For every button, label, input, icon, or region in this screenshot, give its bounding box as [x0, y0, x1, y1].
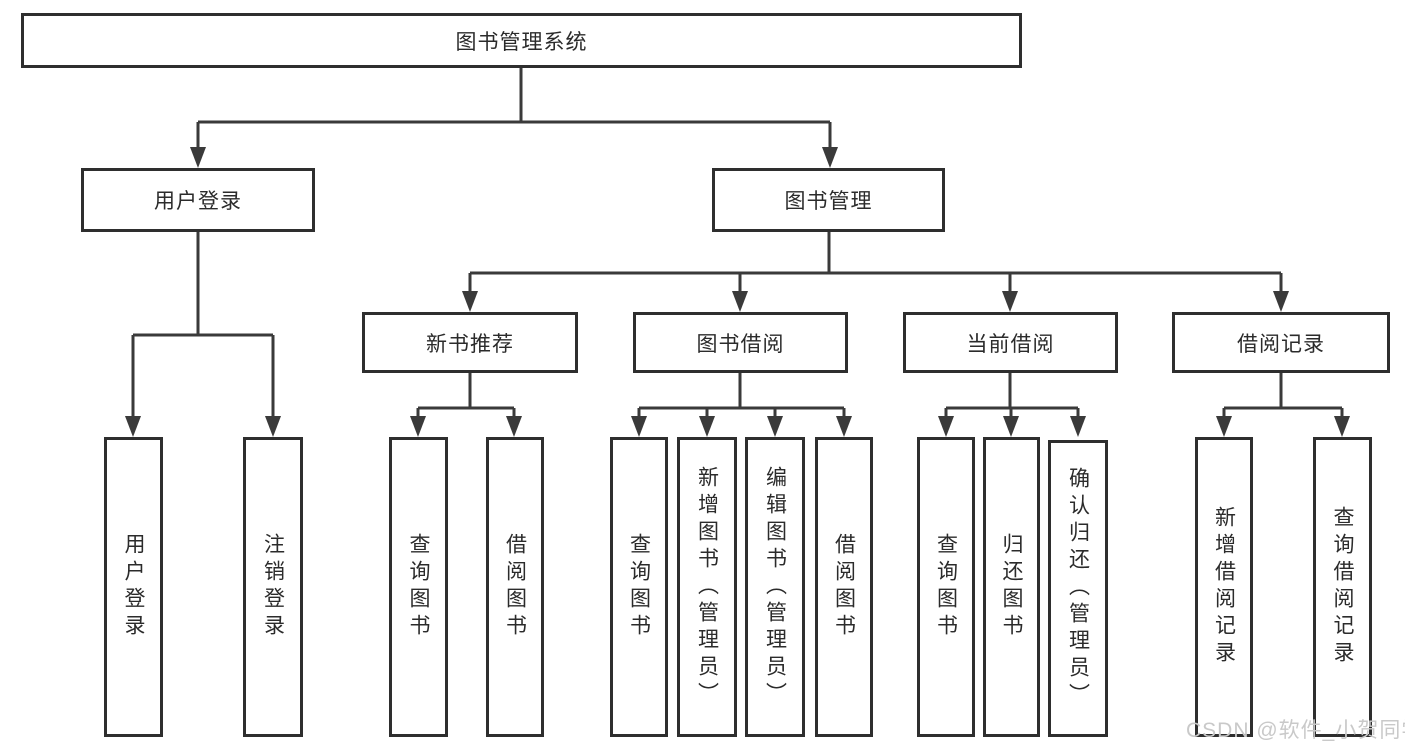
arrowheads	[125, 147, 1350, 437]
node-user-login: 用户登录	[81, 168, 315, 232]
leaf-current-query-books-label: 查询图书	[934, 533, 958, 641]
leaf-records-add-record: 新增借阅记录	[1195, 437, 1253, 737]
leaf-borrowing-edit-books-admin-label: 编辑图书（管理员）	[763, 465, 787, 709]
node-new-book-recommend-label: 新书推荐	[426, 332, 514, 356]
leaf-records-query-record-label: 查询借阅记录	[1331, 506, 1354, 668]
leaf-records-query-record: 查询借阅记录	[1313, 437, 1372, 737]
leaf-borrowing-add-books-admin: 新增图书（管理员）	[677, 437, 737, 737]
leaf-newbook-borrow-books: 借阅图书	[486, 437, 544, 737]
leaf-logout-label: 注销登录	[261, 533, 285, 641]
leaf-current-confirm-return-admin-label: 确认归还（管理员）	[1066, 467, 1090, 710]
leaf-borrowing-query-books: 查询图书	[610, 437, 668, 737]
leaf-newbook-query-books: 查询图书	[389, 437, 448, 737]
node-current-borrowing: 当前借阅	[903, 312, 1118, 373]
leaf-newbook-borrow-books-label: 借阅图书	[503, 533, 527, 641]
leaf-user-login-label: 用户登录	[122, 533, 145, 641]
node-borrowing-records-label: 借阅记录	[1237, 332, 1325, 356]
node-book-management: 图书管理	[712, 168, 945, 232]
leaf-newbook-query-books-label: 查询图书	[407, 533, 430, 641]
leaf-borrowing-add-books-admin-label: 新增图书（管理员）	[695, 465, 719, 709]
leaf-current-return-books-label: 归还图书	[1000, 533, 1023, 641]
csdn-watermark: CSDN @软件_小贺同学	[1186, 719, 1405, 742]
node-user-login-label: 用户登录	[154, 190, 242, 213]
leaf-current-return-books: 归还图书	[983, 437, 1040, 737]
leaf-borrowing-query-books-label: 查询图书	[627, 533, 651, 641]
leaf-logout: 注销登录	[243, 437, 303, 737]
leaf-borrowing-borrow-books-label: 借阅图书	[832, 533, 856, 641]
leaf-borrowing-edit-books-admin: 编辑图书（管理员）	[745, 437, 805, 737]
node-book-management-label: 图书管理	[784, 190, 873, 213]
leaf-current-query-books: 查询图书	[917, 437, 975, 737]
leaf-records-add-record-label: 新增借阅记录	[1212, 506, 1236, 668]
leaf-current-confirm-return-admin: 确认归还（管理员）	[1048, 440, 1108, 737]
node-current-borrowing-label: 当前借阅	[966, 332, 1055, 356]
leaf-user-login: 用户登录	[104, 437, 163, 737]
node-root: 图书管理系统	[21, 13, 1022, 68]
leaf-borrowing-borrow-books: 借阅图书	[815, 437, 873, 737]
node-book-borrowing-label: 图书借阅	[696, 332, 785, 356]
node-book-borrowing: 图书借阅	[633, 312, 848, 373]
node-borrowing-records: 借阅记录	[1172, 312, 1390, 373]
node-root-label: 图书管理系统	[455, 30, 588, 54]
node-new-book-recommend: 新书推荐	[362, 312, 578, 373]
